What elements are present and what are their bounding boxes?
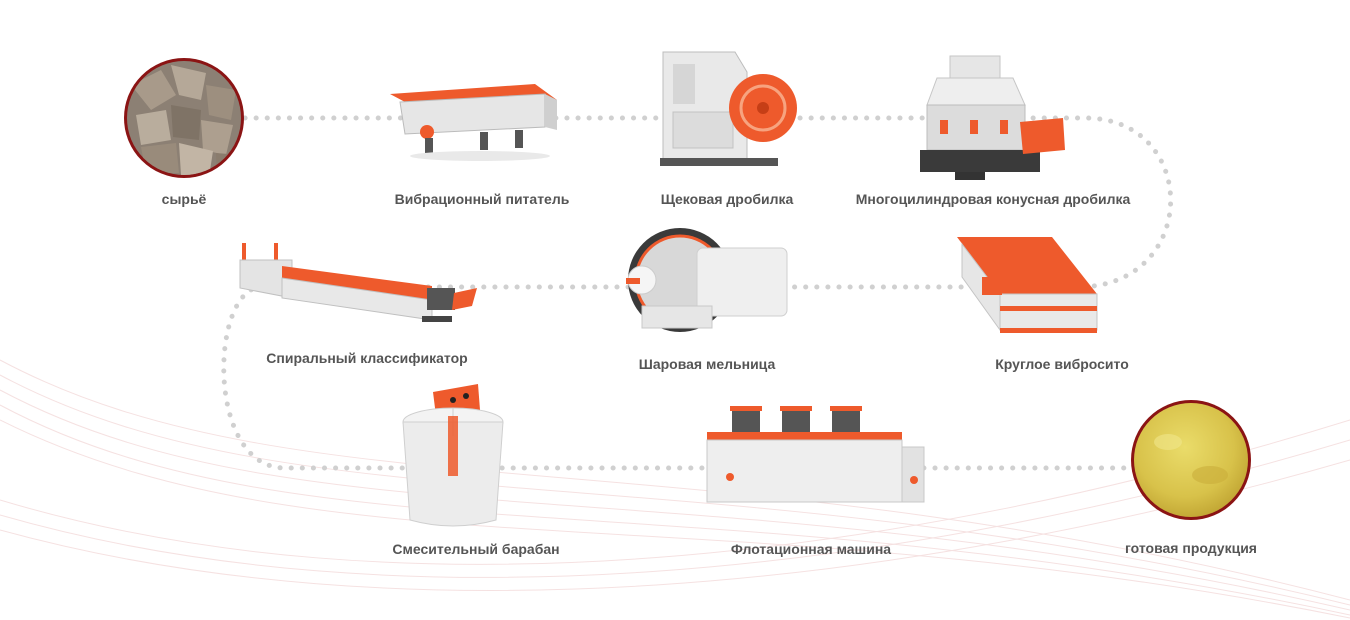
mixing-tank-icon	[402, 384, 504, 527]
label-jaw: Щековая дробилка	[660, 191, 794, 207]
cone-crusher-icon	[920, 55, 1065, 180]
label-cone: Многоцилиндровая конусная дробилка	[855, 191, 1131, 207]
label-mill: Шаровая мельница	[638, 356, 776, 372]
flotation-machine-icon	[706, 406, 925, 503]
ball-mill-icon	[626, 228, 788, 332]
jaw-crusher-icon	[660, 51, 797, 166]
label-product: готовая продукция	[1125, 540, 1257, 556]
label-classifier: Спиральный классификатор	[266, 350, 468, 366]
finished-product-icon	[1131, 400, 1251, 520]
raw-ore-icon	[124, 58, 244, 178]
process-flow-path	[221, 115, 1174, 471]
label-feeder: Вибрационный питатель	[394, 191, 570, 207]
label-raw: сырьё	[161, 191, 207, 207]
vibrating-screen-icon	[957, 237, 1098, 333]
label-flotation: Флотационная машина	[730, 541, 892, 557]
label-screen: Круглое вибросито	[995, 356, 1129, 372]
vibrating-feeder-icon	[390, 84, 557, 161]
label-mixer: Смесительный барабан	[392, 541, 560, 557]
decorative-waves	[0, 359, 1350, 619]
spiral-classifier-icon	[239, 243, 477, 322]
